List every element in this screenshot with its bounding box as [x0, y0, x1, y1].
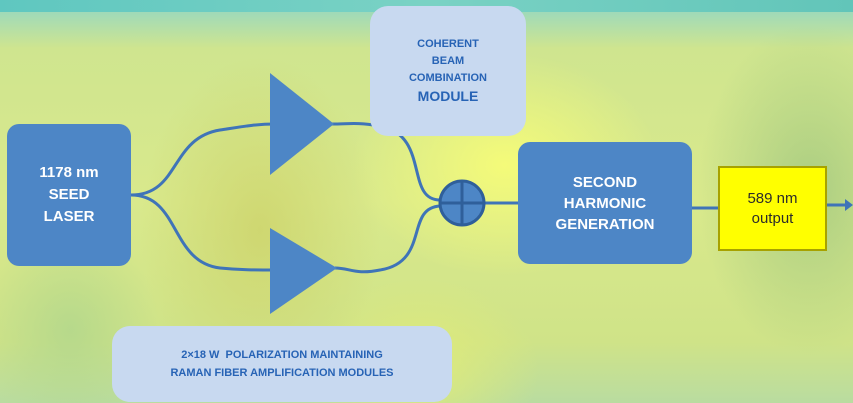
shg-line-1: SECOND: [572, 173, 638, 191]
seed-label: SEED: [48, 186, 90, 203]
raman-line-1: 2×18 W POLARIZATION MAINTAINING: [181, 349, 383, 361]
raman-amplification-label: 2×18 W POLARIZATION MAINTAINING RAMAN FI…: [112, 326, 452, 402]
seed-to-upper-amp-fiber: [130, 122, 276, 197]
output-box: 589 nm output: [718, 166, 827, 251]
shg-line-2: HARMONIC: [563, 194, 647, 212]
raman-line-2: RAMAN FIBER AMPLIFICATION MODULES: [170, 367, 394, 379]
seed-laser-block: 1178 nm SEED LASER: [7, 124, 131, 266]
amplifier-triangle-icon: [270, 228, 337, 314]
output-label: output: [751, 209, 794, 227]
lower-amp-to-combiner-fiber: [334, 204, 441, 274]
coherent-line: COHERENT: [417, 38, 479, 50]
beam-line: BEAM: [431, 55, 465, 67]
coherent-beam-combination-label: COHERENT BEAM COMBINATION MODULE: [370, 6, 526, 136]
laser-label: LASER: [43, 208, 95, 225]
module-line: MODULE: [417, 88, 479, 104]
seed-to-lower-amp-fiber: [130, 193, 276, 272]
combination-line: COMBINATION: [408, 72, 487, 84]
second-harmonic-generation-block: SECOND HARMONIC GENERATION: [518, 142, 692, 264]
beam-combiner-icon: [438, 179, 486, 227]
seed-wavelength: 1178 nm: [39, 164, 99, 181]
shg-line-3: GENERATION: [555, 215, 655, 233]
output-wavelength: 589 nm: [747, 189, 798, 207]
amplifier-triangle-icon: [270, 73, 334, 175]
output-arrow-icon: [845, 199, 853, 211]
